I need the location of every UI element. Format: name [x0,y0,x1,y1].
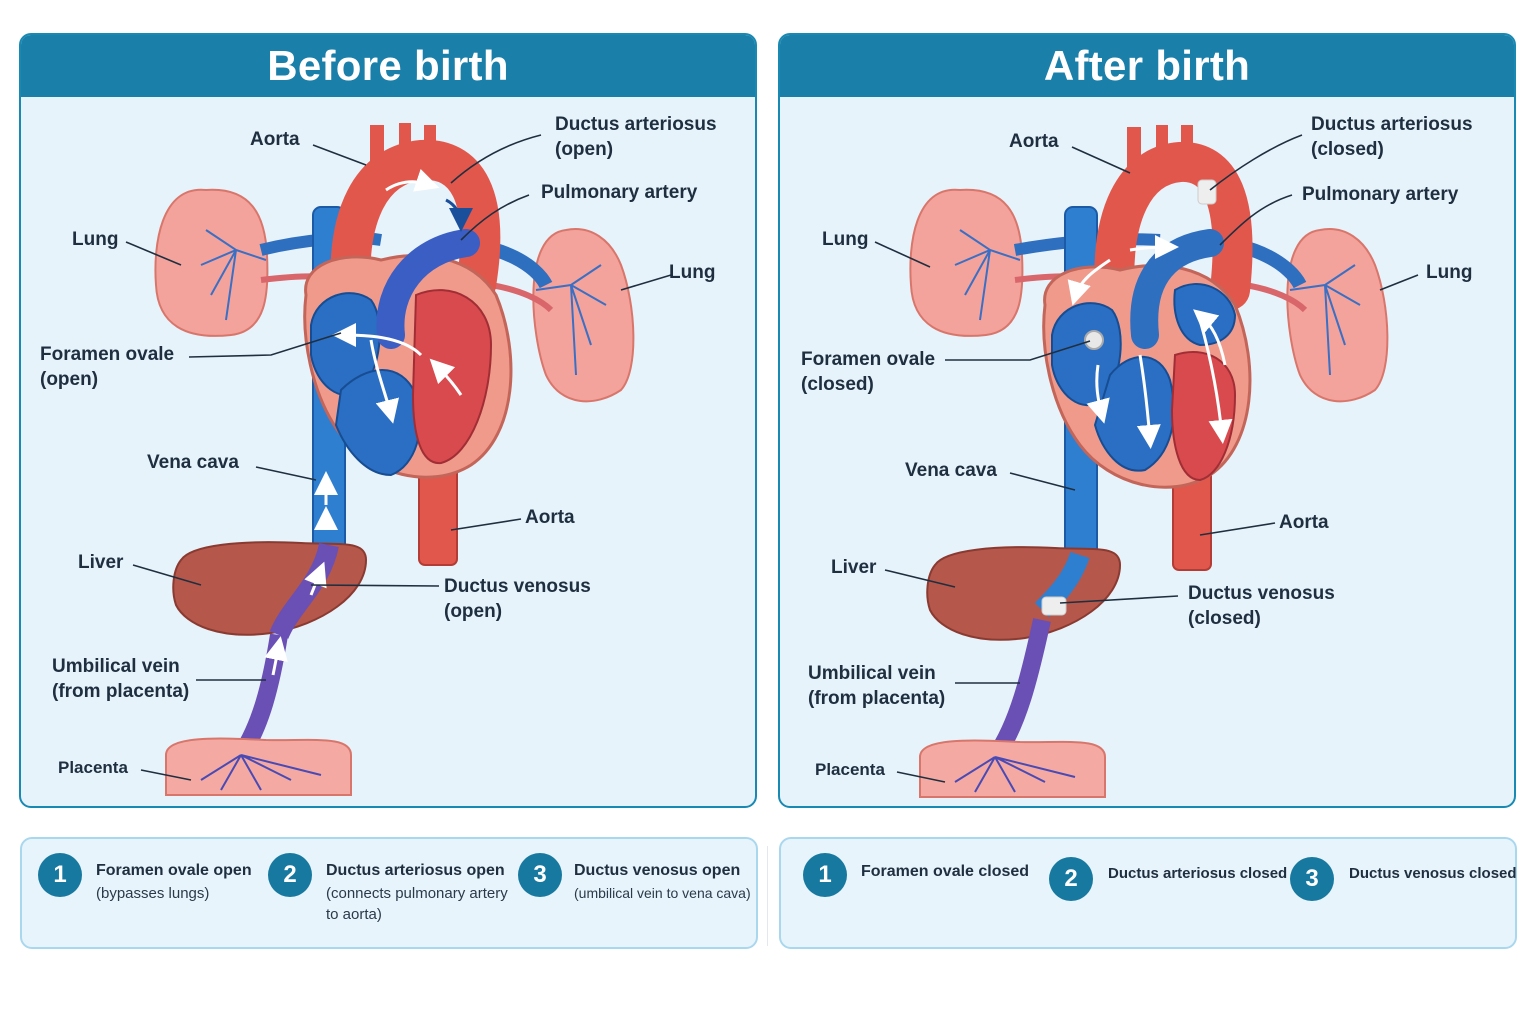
before-label-placenta: Placenta [58,758,128,777]
after-label-lung-right: Lung [1426,262,1473,283]
after-label-liver: Liver [831,557,877,578]
pulmonary-trunk [376,229,480,349]
after-label-ductus-arteriosus: Ductus arteriosus(closed) [1311,114,1473,160]
aortic-arch [1094,142,1253,315]
right-ventricle [334,369,421,477]
before-label-vena-cava: Vena cava [147,452,239,473]
before-label-foramen-ovale: Foramen ovale(open) [40,344,175,390]
before-birth-diagram [125,123,672,796]
left-lung [154,188,269,337]
legend-item-title: Ductus arteriosus open [326,862,505,879]
legend-badge: 2 [268,853,312,897]
after-birth-diagram [874,125,1419,798]
after-label-placenta: Placenta [815,760,885,779]
before-birth-panel: Before birth [19,33,757,808]
before-label-ductus-venosus: Ductus venosus(open) [444,576,591,622]
placenta [165,737,352,796]
liver [926,546,1122,641]
after-label-ductus-venosus: Ductus venosus(closed) [1188,583,1335,629]
ductus-venosus [269,542,339,640]
after-label-aorta-top: Aorta [1009,131,1059,152]
legend-item-desc: (bypasses lungs) [96,885,210,902]
legend-item-desc: to aorta) [326,906,382,923]
legend-badge: 3 [518,853,562,897]
before-birth-title: Before birth [21,35,755,97]
legend-item-desc: (connects pulmonary artery [326,885,508,902]
legend-item-title: Ductus venosus open [574,862,741,879]
legend-badge: 1 [38,853,82,897]
right-lung [1286,228,1389,403]
pulmonary-trunk [1130,229,1224,349]
ductus-arteriosus-closed [1197,179,1217,205]
right-lung [532,228,635,403]
ductus-venosus-closed [1041,596,1067,616]
after-label-foramen-ovale: Foramen ovale(closed) [801,349,936,395]
after-birth-legend: 1 Foramen ovale closed 2 Ductus arterios… [779,837,1517,949]
placenta [919,739,1106,798]
before-label-aorta-bottom: Aorta [525,507,575,528]
after-label-umbilical-vein: Umbilical vein(from placenta) [808,663,946,709]
left-ventricle [1170,350,1237,482]
legend-badge: 2 [1049,857,1093,901]
before-label-umbilical-vein: Umbilical vein(from placenta) [52,656,190,702]
legend-badge: 1 [803,853,847,897]
legend-item-title: Foramen ovale open [96,862,252,879]
after-label-lung-left: Lung [822,229,869,250]
after-label-pulmonary-artery: Pulmonary artery [1302,184,1459,205]
after-label-vena-cava: Vena cava [905,460,997,481]
aortic-arch [330,139,501,315]
foramen-ovale-closed [1084,330,1104,350]
before-label-lung-left: Lung [72,229,119,250]
legend-divider [767,846,768,946]
legend-badge: 3 [1290,857,1334,901]
umbilical-vein [233,633,288,760]
before-label-liver: Liver [78,552,124,573]
before-label-lung-right: Lung [669,262,716,283]
legend-item-title: Foramen ovale closed [861,863,1030,880]
before-label-aorta-top: Aorta [250,129,300,150]
left-lung [909,188,1024,337]
legend-item-title: Ductus arteriosus closed [1108,865,1288,882]
after-label-aorta-bottom: Aorta [1279,512,1329,533]
before-label-ductus-arteriosus: Ductus arteriosus(open) [555,114,717,160]
before-leader-lines [125,134,672,781]
before-label-pulmonary-artery: Pulmonary artery [541,182,698,203]
before-birth-legend: 1 Foramen ovale open (bypasses lungs) 2 … [20,837,758,949]
legend-item-desc: (umbilical vein to vena cava) [574,885,751,901]
after-leader-lines [874,134,1419,783]
after-birth-title: After birth [780,35,1514,97]
liver [172,541,368,636]
after-birth-panel: After birth [778,33,1516,808]
legend-item-title: Ductus venosus closed [1349,865,1517,882]
